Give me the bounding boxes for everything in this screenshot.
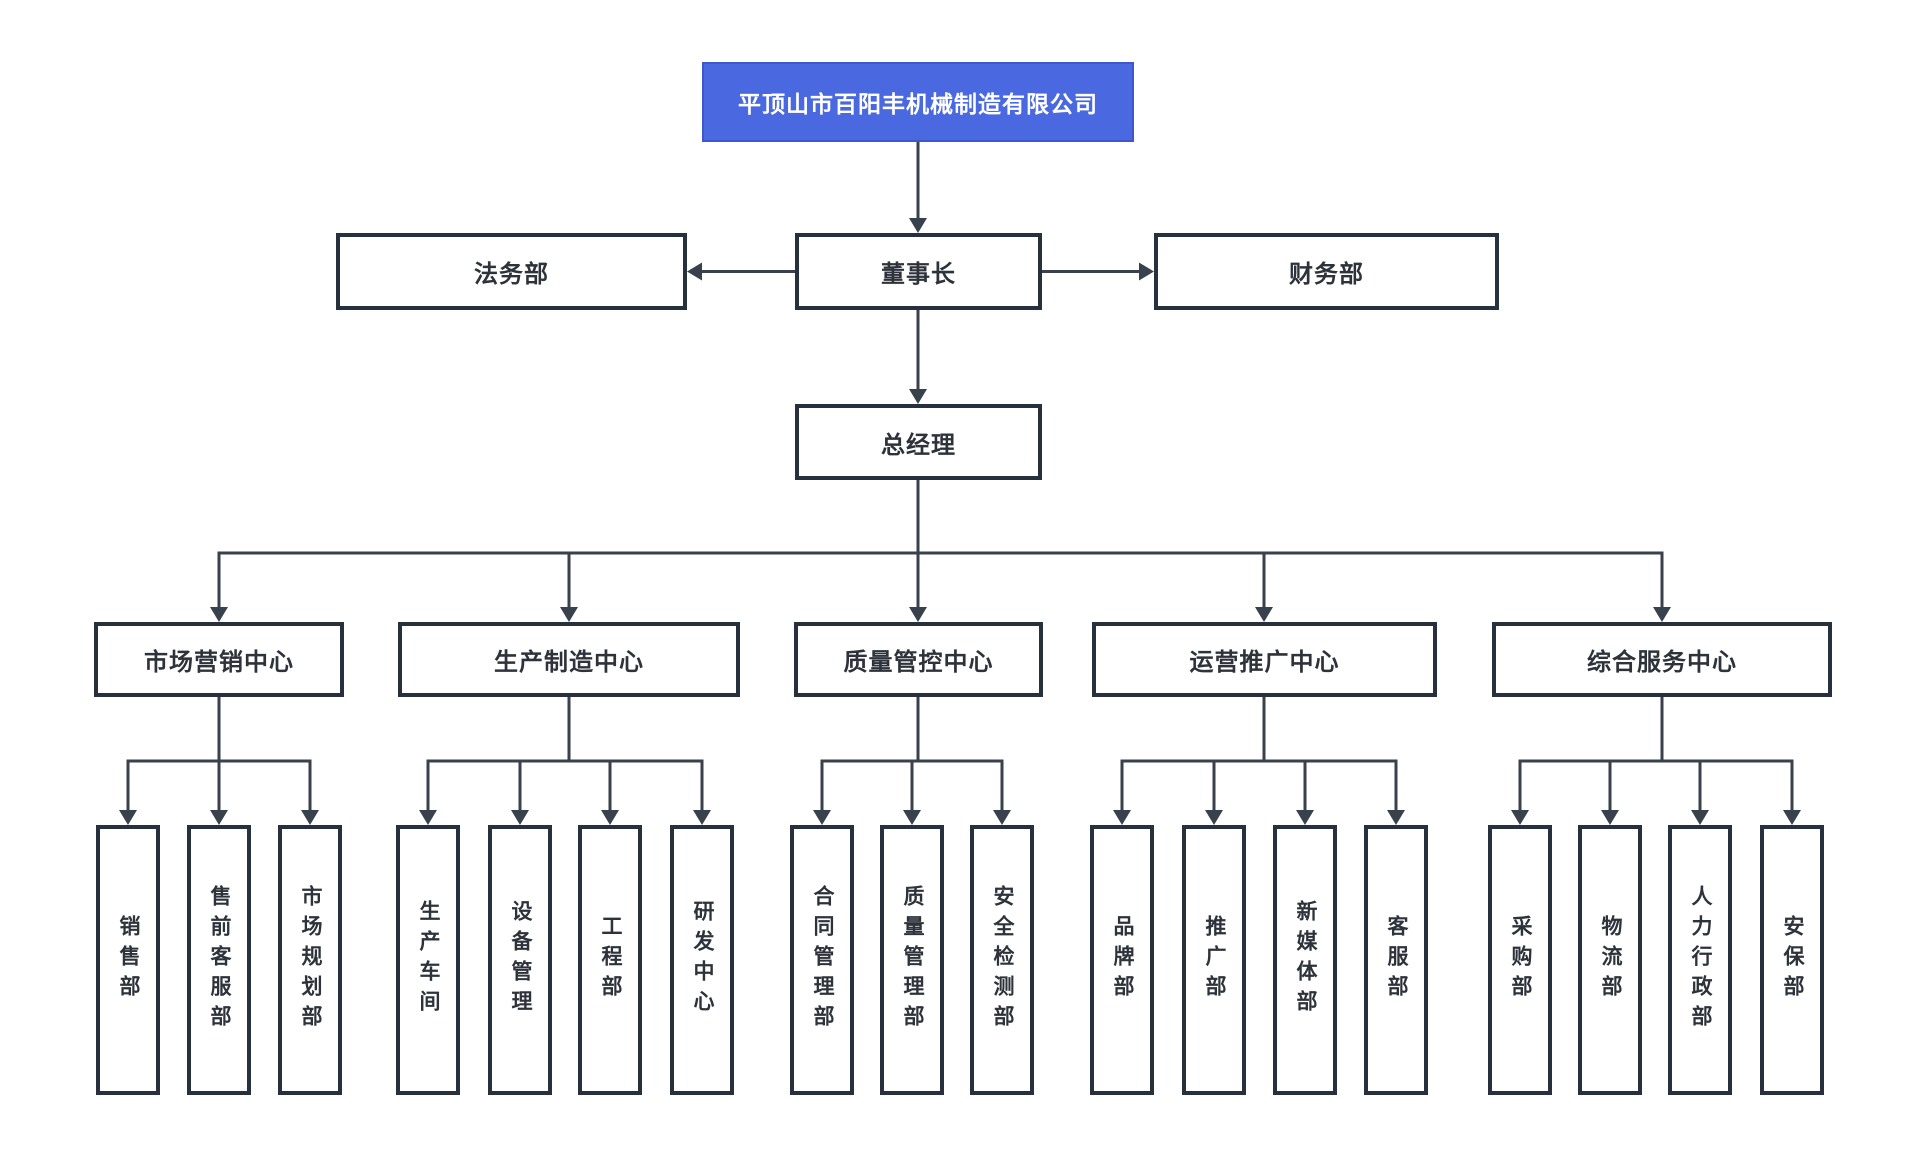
- node-dept-sales[interactable]: 销售部: [96, 825, 160, 1095]
- node-dept-safety-inspection[interactable]: 安全检测部: [970, 825, 1034, 1095]
- node-center-production[interactable]: 生产制造中心: [398, 622, 740, 697]
- node-dept-brand[interactable]: 品牌部: [1090, 825, 1154, 1095]
- node-dept-security[interactable]: 安保部: [1760, 825, 1824, 1095]
- node-dept-presales-service[interactable]: 售前客服部: [187, 825, 251, 1095]
- node-dept-contract-management[interactable]: 合同管理部: [790, 825, 854, 1095]
- node-center-services[interactable]: 综合服务中心: [1492, 622, 1832, 697]
- node-dept-quality-management[interactable]: 质量管理部: [880, 825, 944, 1095]
- node-dept-procurement[interactable]: 采购部: [1488, 825, 1552, 1095]
- node-center-marketing[interactable]: 市场营销中心: [94, 622, 344, 697]
- node-dept-production-workshop[interactable]: 生产车间: [396, 825, 460, 1095]
- node-center-operations[interactable]: 运营推广中心: [1092, 622, 1437, 697]
- node-dept-customer-service[interactable]: 客服部: [1364, 825, 1428, 1095]
- node-dept-market-planning[interactable]: 市场规划部: [278, 825, 342, 1095]
- node-dept-new-media[interactable]: 新媒体部: [1273, 825, 1337, 1095]
- node-dept-logistics[interactable]: 物流部: [1578, 825, 1642, 1095]
- node-center-quality[interactable]: 质量管控中心: [794, 622, 1043, 697]
- node-general-manager[interactable]: 总经理: [795, 404, 1042, 480]
- node-legal-dept[interactable]: 法务部: [336, 233, 687, 310]
- node-company-root[interactable]: 平顶山市百阳丰机械制造有限公司: [702, 62, 1134, 142]
- node-dept-engineering[interactable]: 工程部: [578, 825, 642, 1095]
- node-dept-equipment-management[interactable]: 设备管理: [488, 825, 552, 1095]
- node-dept-rd-center[interactable]: 研发中心: [670, 825, 734, 1095]
- node-dept-promotion[interactable]: 推广部: [1182, 825, 1246, 1095]
- node-finance-dept[interactable]: 财务部: [1154, 233, 1499, 310]
- node-chairman[interactable]: 董事长: [795, 233, 1042, 310]
- node-dept-hr-admin[interactable]: 人力行政部: [1668, 825, 1732, 1095]
